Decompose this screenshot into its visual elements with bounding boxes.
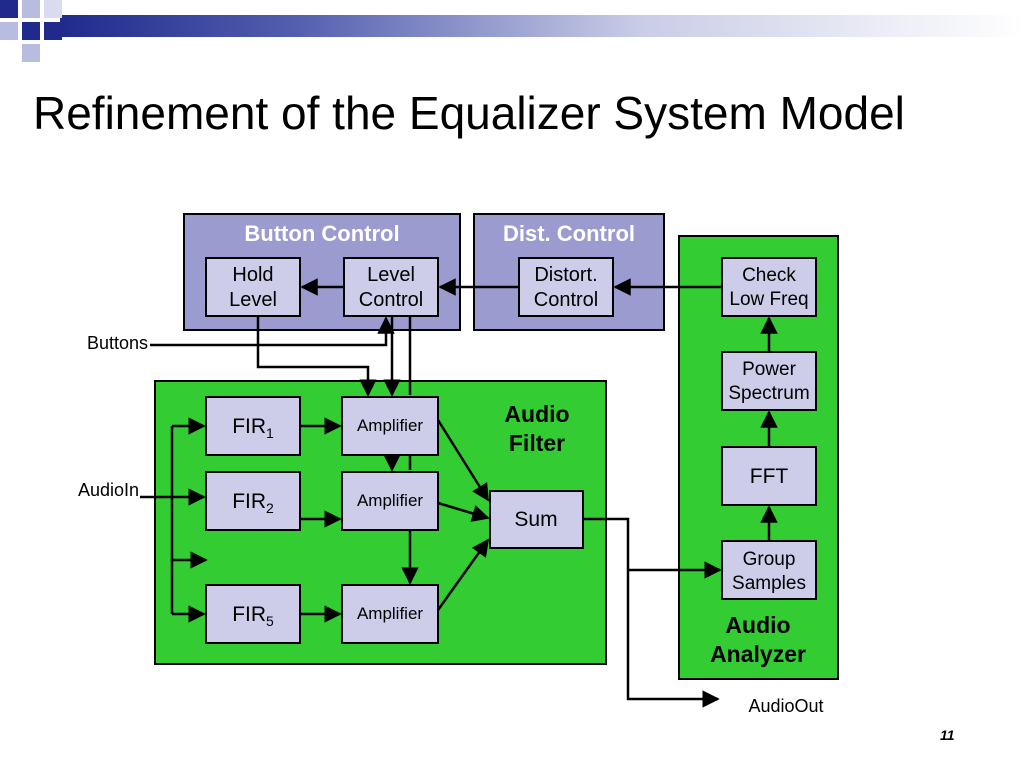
amplifier-1-label: Amplifier [357, 416, 423, 435]
group-samples-block [721, 540, 817, 600]
level-control-line2: Control [359, 289, 423, 311]
deco-gradient-bar [60, 15, 1024, 37]
audio-out-io-label: AudioOut [748, 696, 823, 716]
power-spectrum-line1: Power [742, 359, 797, 380]
wire-amp3-sum [436, 538, 490, 611]
amplifier-3-label: Amplifier [357, 604, 423, 623]
group-samples-line2: Samples [732, 573, 806, 594]
amplifier-1-block [341, 396, 439, 456]
amplifier-3-block [341, 584, 439, 644]
fir2-block [205, 471, 301, 531]
level-control-line1: Level [367, 264, 415, 286]
deco-square [22, 22, 40, 40]
wire-sum-out [583, 517, 720, 708]
sum-block [489, 490, 584, 549]
fft-label: FFT [750, 465, 789, 488]
check-low-freq-block [721, 257, 817, 317]
buttons-io-label: Buttons [87, 333, 148, 353]
hold-level-line1: Hold [232, 264, 273, 286]
sum-label: Sum [514, 508, 557, 531]
audio-analyzer-label-line2: Analyzer [710, 641, 806, 667]
audio-analyzer-label-line1: Audio [725, 612, 790, 638]
page-number: 11 [940, 727, 955, 743]
deco-square [44, 22, 62, 40]
audio-in-io-label: AudioIn [78, 480, 139, 500]
deco-square [22, 0, 40, 18]
wire-amp2-sum [437, 501, 490, 522]
wire-hold-to-amp [256, 316, 377, 397]
connection-lines [140, 278, 778, 708]
wire-amp1-sum [436, 419, 490, 502]
deco-square [22, 44, 40, 62]
deco-square [44, 0, 62, 18]
distort-control-line1: Distort. [534, 264, 597, 286]
fft-block [721, 446, 817, 506]
fir5-label: FIR5 [232, 603, 274, 629]
check-low-freq-line2: Low Freq [729, 289, 808, 310]
power-spectrum-line2: Spectrum [728, 383, 809, 404]
wire-buttons-to-level [150, 316, 395, 347]
dist-control-label: Dist. Control [503, 221, 635, 246]
check-low-freq-line1: Check [742, 265, 796, 286]
distort-control-line2: Control [534, 289, 598, 311]
amplifier-2-label: Amplifier [357, 491, 423, 510]
audio-filter-label-line2: Filter [509, 430, 565, 456]
amplifier-2-block [341, 471, 439, 531]
power-spectrum-block [721, 351, 817, 411]
slide-title: Refinement of the Equalizer System Model [33, 87, 905, 139]
hold-level-line2: Level [229, 289, 277, 311]
group-samples-line1: Group [743, 549, 796, 570]
deco-square [0, 0, 18, 18]
hold-level-block [205, 257, 301, 317]
distort-control-block [518, 257, 614, 317]
fir1-label: FIR1 [232, 415, 274, 441]
fir2-label: FIR2 [232, 490, 274, 516]
fir1-block [205, 396, 301, 456]
audio-filter-label-line1: Audio [504, 401, 569, 427]
deco-square [0, 22, 18, 40]
corner-decoration [0, 0, 1024, 62]
button-control-label: Button Control [244, 221, 399, 246]
fir5-block [205, 584, 301, 644]
